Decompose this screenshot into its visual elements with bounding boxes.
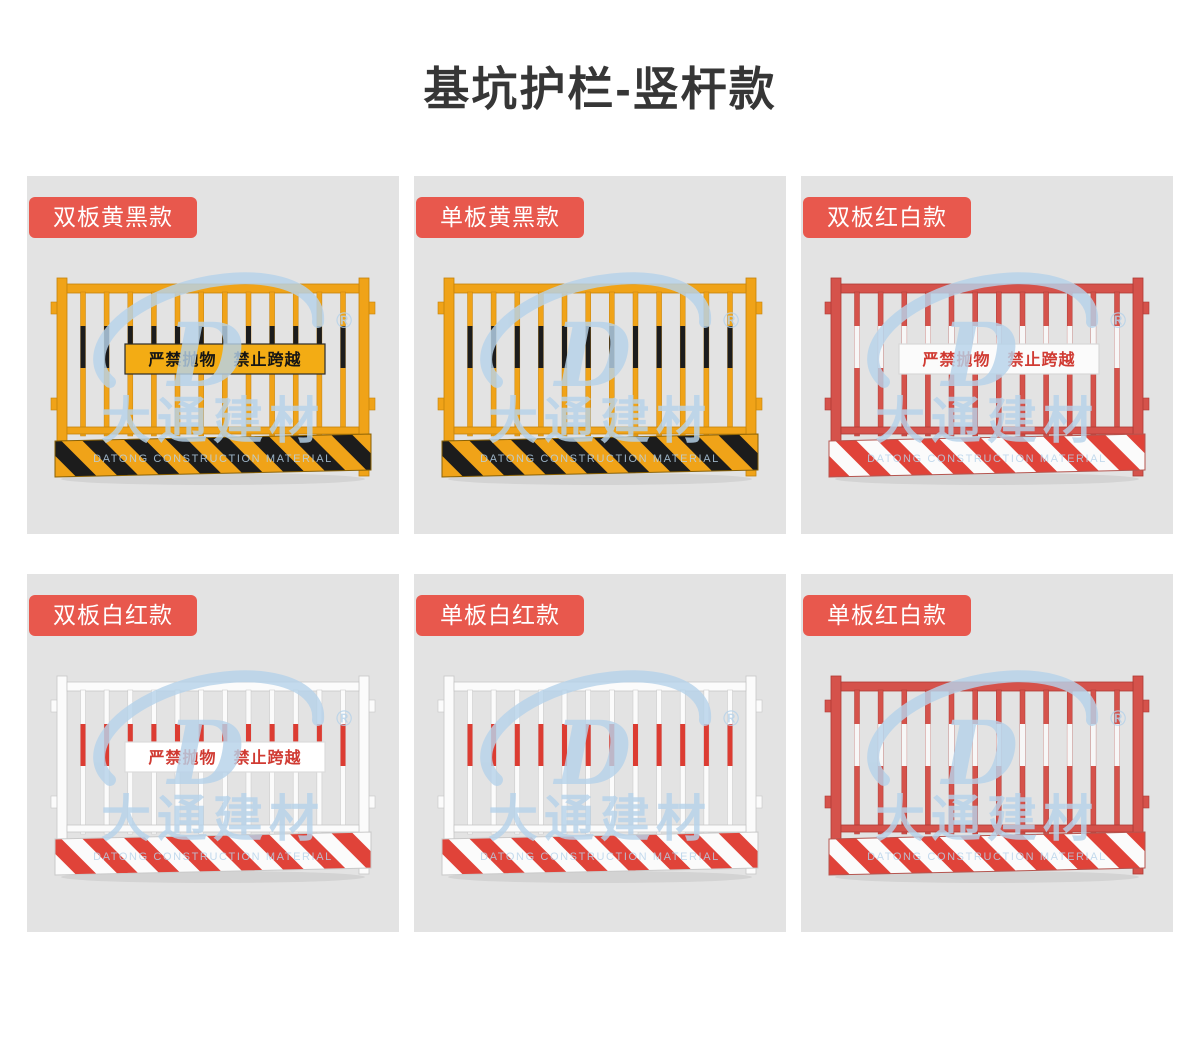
kick-board [54,831,372,876]
top-rail [840,283,1134,294]
fence-image: 严禁抛物 禁止跨越 [41,670,385,902]
svg-text:严禁抛物 禁止跨越: 严禁抛物 禁止跨越 [147,748,301,767]
bottom-rail [66,426,360,435]
ground-shadow [835,473,1139,485]
top-rail [840,681,1134,692]
bottom-rail [840,824,1134,833]
fence-bars [854,689,1120,835]
product-label: 双板白红款 [29,595,197,636]
product-label: 单板红白款 [803,595,971,636]
kick-board [54,433,372,478]
fence-graphic: 严禁抛物 禁止跨越 [50,277,376,485]
ground-shadow [448,473,752,485]
svg-text:严禁抛物 禁止跨越: 严禁抛物 禁止跨越 [147,350,301,369]
bottom-rail [66,824,360,833]
bottom-rail [453,426,747,435]
kick-board [441,433,759,478]
ground-shadow [448,871,752,883]
top-rail [66,681,360,692]
fence-graphic: 严禁抛物 禁止跨越 [50,675,376,883]
svg-text:严禁抛物 禁止跨越: 严禁抛物 禁止跨越 [921,350,1075,369]
product-label: 单板黄黑款 [416,197,584,238]
fence-image [428,670,772,902]
bottom-rail [840,426,1134,435]
warning-sign: 严禁抛物 禁止跨越 [124,741,326,773]
fence-image [428,272,772,504]
kick-board [828,433,1146,478]
fence-graphic [437,277,763,485]
product-label: 双板红白款 [803,197,971,238]
ground-shadow [61,871,365,883]
kick-board [441,831,759,876]
ground-shadow [835,871,1139,883]
fence-image: 严禁抛物 禁止跨越 [815,272,1159,504]
bottom-rail [453,824,747,833]
product-label: 单板白红款 [416,595,584,636]
fence-image [815,670,1159,902]
warning-sign: 严禁抛物 禁止跨越 [898,343,1100,375]
fence-bars [467,689,733,835]
fence-image: 严禁抛物 禁止跨越 [41,272,385,504]
top-rail [453,283,747,294]
top-rail [66,283,360,294]
page-title: 基坑护栏-竖杆款 [423,63,777,115]
fence-graphic [437,675,763,883]
fence-graphic: 严禁抛物 禁止跨越 [824,277,1150,485]
product-label: 双板黄黑款 [29,197,197,238]
ground-shadow [61,473,365,485]
top-rail [453,681,747,692]
fence-graphic [824,675,1150,883]
kick-board [828,831,1146,876]
warning-sign: 严禁抛物 禁止跨越 [124,343,326,375]
fence-bars [467,291,733,437]
